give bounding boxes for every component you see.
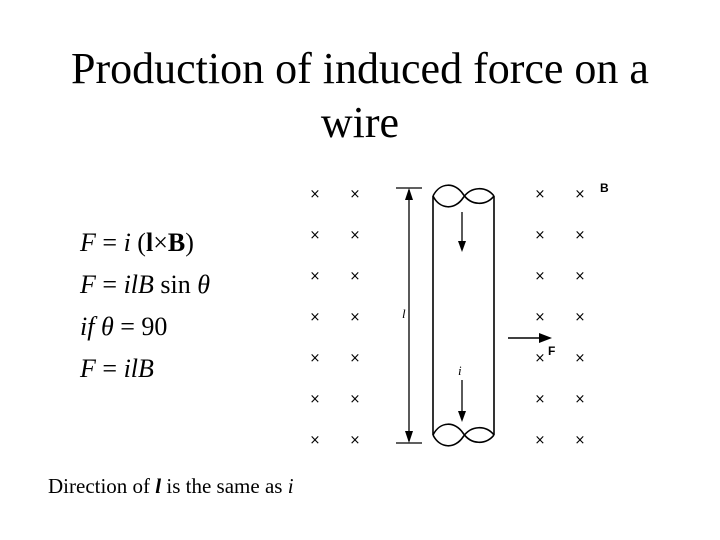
eq-paren: ( (137, 228, 146, 257)
eq-operator: = (120, 312, 135, 341)
field-cross-mark: × (575, 433, 586, 448)
eq-paren: ) (185, 228, 194, 257)
eq-symbol: F (80, 354, 96, 383)
magnetic-field-crosses: × × × × × × × × × × × × × × × × × × × × × × × × × × × × (310, 187, 586, 448)
field-cross-mark: × (350, 269, 361, 284)
force-label-F: F (548, 344, 555, 358)
equation-condition: if θ = 90 (80, 306, 210, 348)
length-dimension (396, 187, 422, 444)
field-cross-mark: × (310, 310, 321, 325)
equation-result: F = ilB (80, 348, 210, 390)
field-cross-mark: × (310, 228, 321, 243)
field-cross-mark: × (535, 392, 546, 407)
field-cross-mark: × (575, 228, 586, 243)
eq-vector: B (167, 228, 186, 257)
equation-sine-form: F = ilB sin θ (80, 264, 210, 306)
field-cross-mark: × (310, 269, 321, 284)
eq-symbol: F (80, 228, 96, 257)
eq-symbol: θ (100, 312, 114, 341)
caption: Direction of l is the same as i (48, 474, 294, 499)
caption-symbol-l: l (155, 474, 162, 498)
length-label-l: l (402, 306, 406, 321)
field-cross-mark: × (535, 269, 546, 284)
slide-title: Production of induced force on a wire (71, 44, 649, 147)
field-label-B: B (600, 181, 609, 195)
field-cross-mark: × (350, 392, 361, 407)
eq-operator: = (102, 354, 118, 383)
field-cross-mark: × (575, 351, 586, 366)
field-cross-mark: × (535, 310, 546, 325)
field-cross-mark: × (310, 433, 321, 448)
eq-function: sin (160, 270, 191, 299)
current-label-i: i (458, 363, 462, 378)
eq-value: 90 (141, 312, 168, 341)
eq-symbol: θ (197, 270, 211, 299)
eq-operator: = (102, 228, 118, 257)
force-arrow (508, 333, 552, 343)
field-cross-mark: × (575, 187, 586, 202)
field-cross-mark: × (535, 351, 546, 366)
current-direction-arrows (458, 212, 466, 422)
caption-text: Direction of (48, 474, 151, 498)
field-cross-mark: × (310, 351, 321, 366)
field-cross-mark: × (350, 187, 361, 202)
eq-symbol: i (123, 228, 131, 257)
eq-symbol: ilB (123, 354, 154, 383)
field-cross-mark: × (535, 433, 546, 448)
eq-operator: = (102, 270, 118, 299)
field-cross-mark: × (535, 228, 546, 243)
field-cross-mark: × (575, 310, 586, 325)
eq-keyword: if (80, 312, 95, 341)
field-cross-mark: × (575, 269, 586, 284)
eq-operator: × (153, 228, 168, 257)
eq-symbol: F (80, 270, 96, 299)
equation-cross-product: F = i (l×B) (80, 222, 210, 264)
field-cross-mark: × (535, 187, 546, 202)
equations-block: F = i (l×B) F = ilB sin θ if θ = 90 F = … (80, 222, 210, 390)
caption-symbol-i: i (287, 474, 294, 498)
eq-vector: l (145, 228, 154, 257)
wire-cylinder (432, 184, 495, 447)
field-cross-mark: × (350, 433, 361, 448)
caption-text: is the same as (166, 474, 283, 498)
field-cross-mark: × (350, 351, 361, 366)
eq-symbol: ilB (123, 270, 154, 299)
field-cross-mark: × (310, 392, 321, 407)
field-cross-mark: × (350, 310, 361, 325)
field-cross-mark: × (350, 228, 361, 243)
field-cross-mark: × (575, 392, 586, 407)
field-cross-mark: × (310, 187, 321, 202)
